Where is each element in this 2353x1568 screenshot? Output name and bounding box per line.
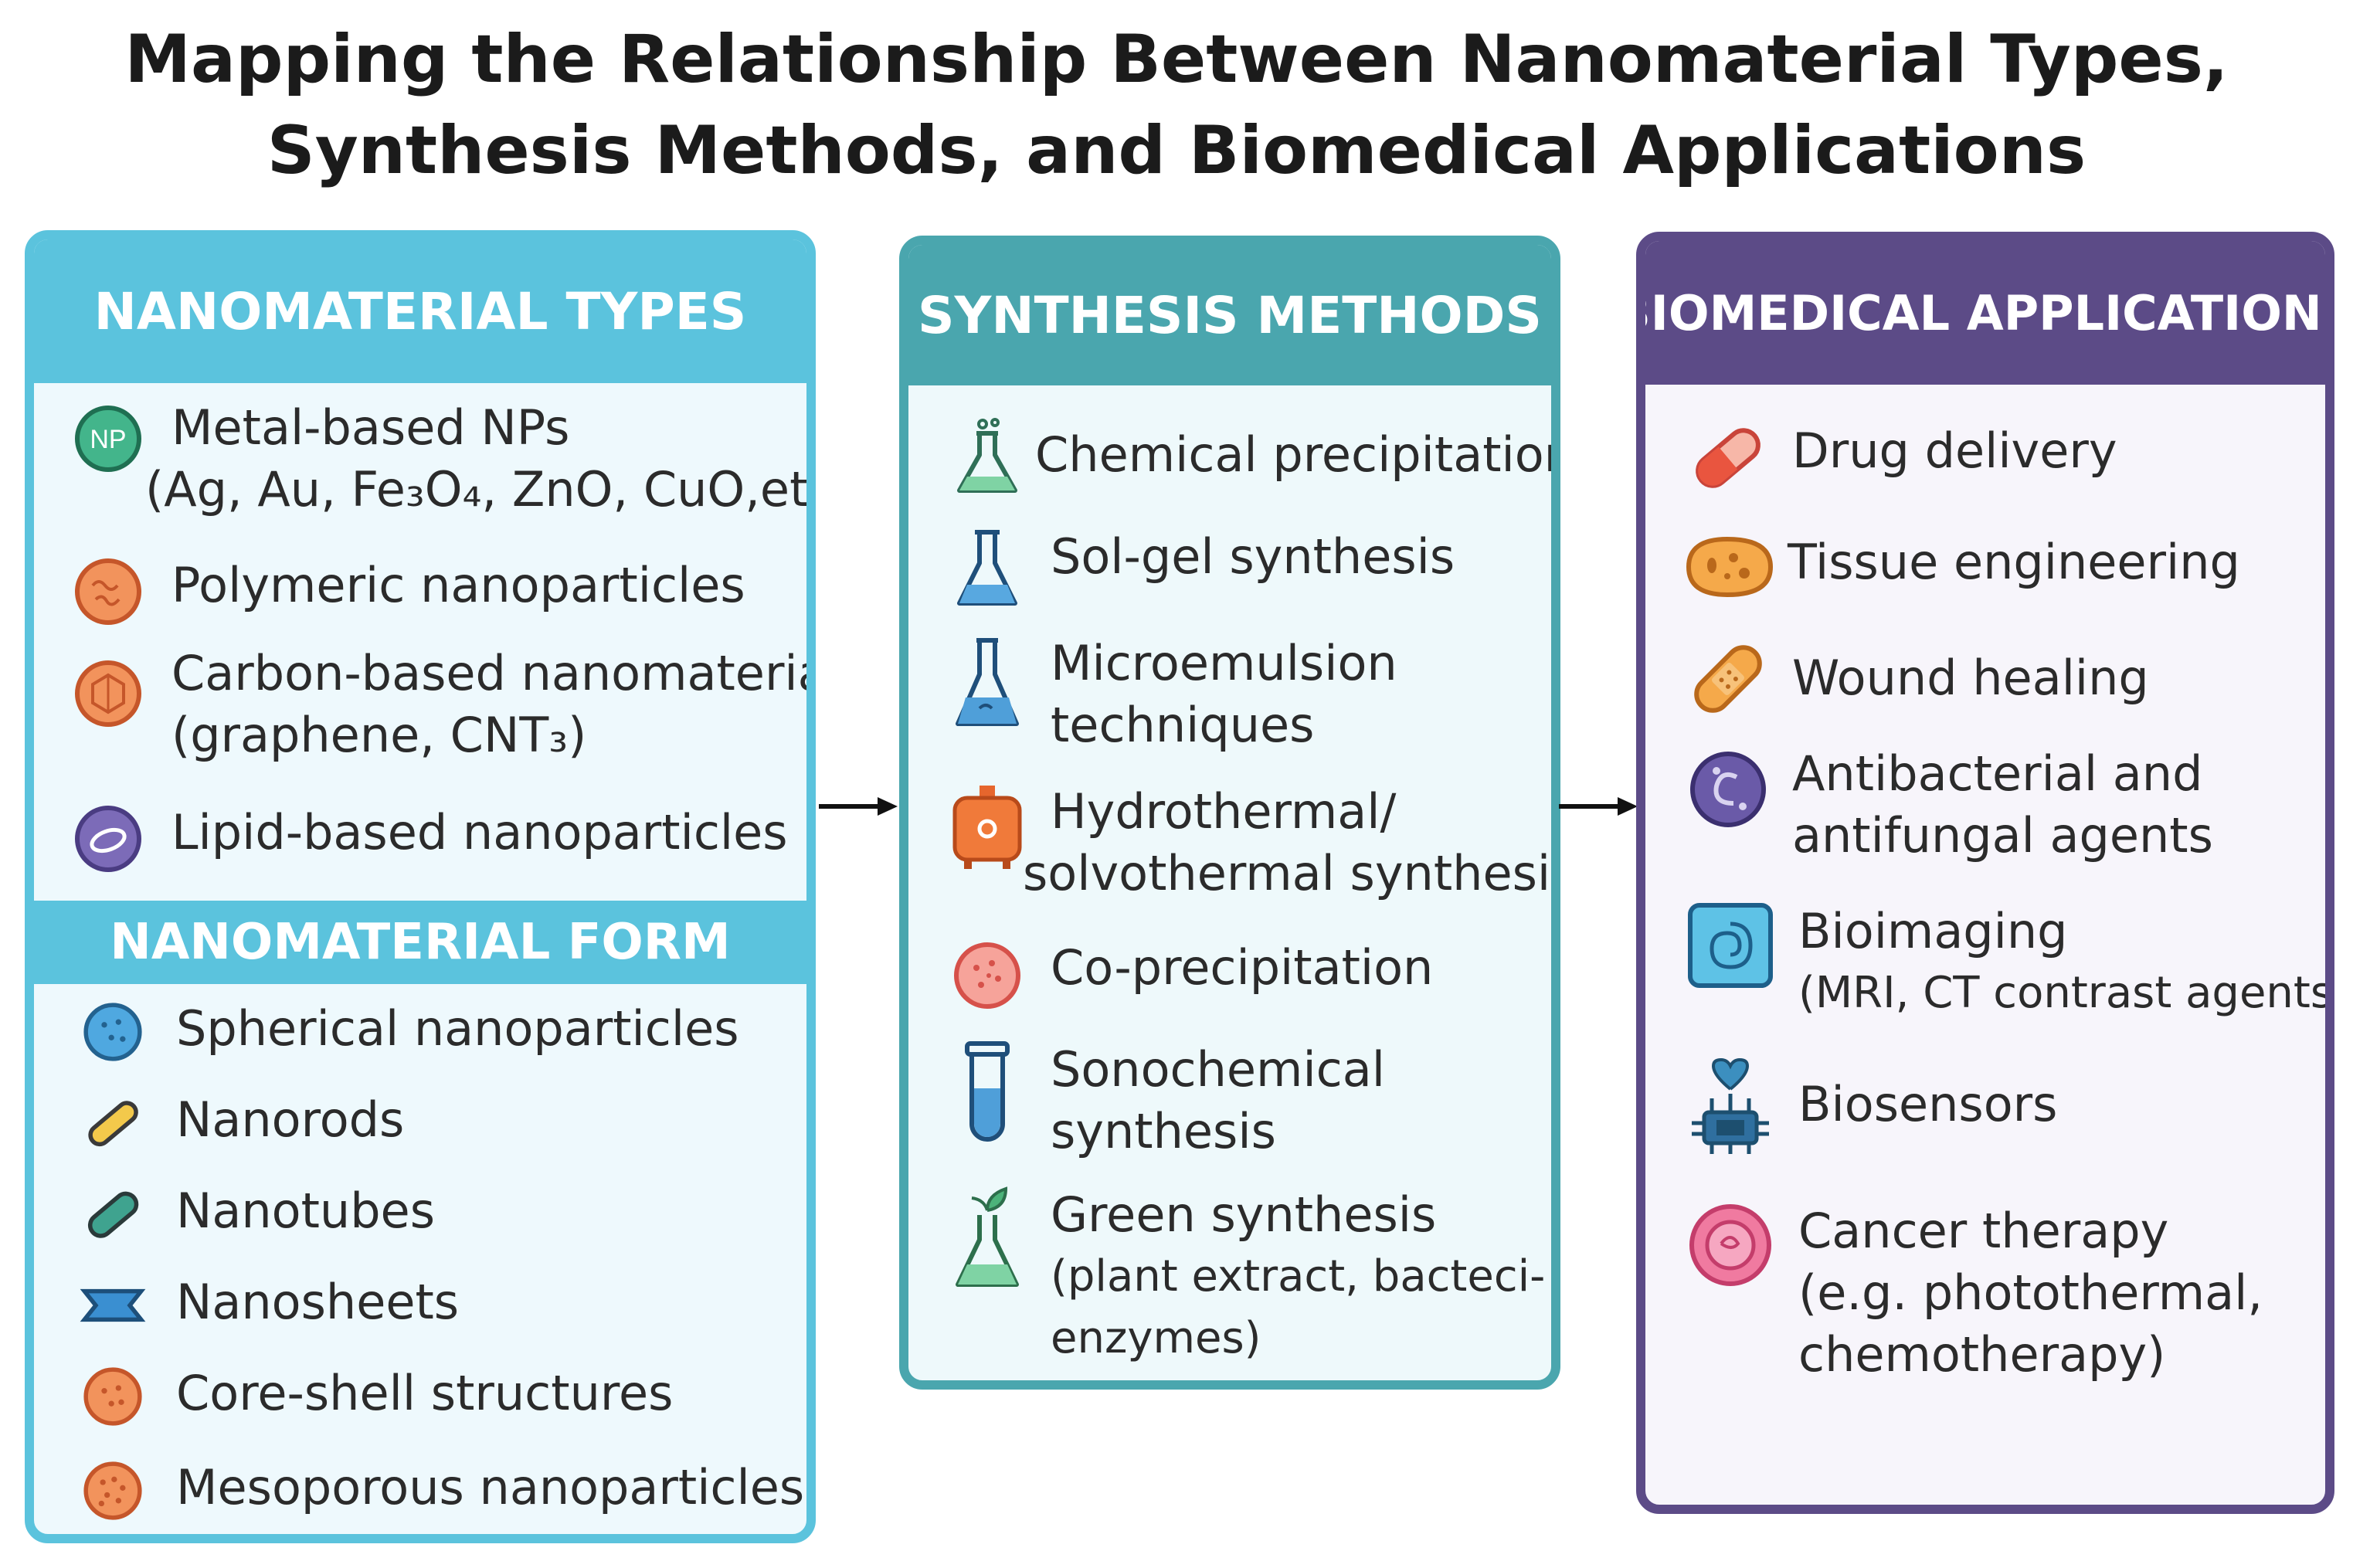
- list-item: Core-shell structures: [79, 1363, 806, 1431]
- title-line-2: Synthesis Methods, and Biomedical Applic…: [267, 112, 2086, 189]
- bandage-icon: [1694, 645, 1762, 713]
- list-item: Co-precipitation: [949, 937, 1551, 1014]
- item-sublabel-2: enzymes): [1051, 1313, 1261, 1363]
- item-label: Carbon-based nanomaterial: [171, 645, 816, 701]
- title-line-1: Mapping the Relationship Between Nanomat…: [124, 21, 2229, 98]
- beaker-icon: [957, 530, 1017, 606]
- mesoporous-icon: [83, 1461, 142, 1520]
- item-label: Sonochemical: [1051, 1041, 1385, 1098]
- nanorod-icon: [88, 1101, 138, 1147]
- item-label: Drug delivery: [1792, 423, 2117, 479]
- item-label: Polymeric nanoparticles: [171, 557, 745, 613]
- biomedical-applications-panel: BIOMEDICAL APPLICATIONS Drug delivery Ti…: [1636, 232, 2334, 1514]
- list-item: Mesoporous nanoparticles: [79, 1457, 806, 1525]
- list-item: Nanosheets: [79, 1271, 806, 1339]
- nanomaterial-types-panel: NANOMATERIAL TYPES NP Metal-based NPs (A…: [25, 230, 816, 1543]
- carbon-lattice-icon: [75, 660, 141, 727]
- item-label: Hydrothermal/: [1051, 783, 1397, 840]
- flask-emulsion-icon: [956, 638, 1019, 726]
- item-label: Biosensors: [1798, 1076, 2058, 1132]
- capsule-icon: [1696, 428, 1761, 488]
- list-item: Carbon-based nanomaterial (graphene, CNT…: [71, 643, 806, 766]
- list-item: Biosensors: [1686, 1058, 2325, 1159]
- list-item: Chemical precipitation: [949, 416, 1551, 501]
- item-label: Nanosheets: [176, 1274, 460, 1330]
- item-label: Core-shell structures: [176, 1365, 674, 1421]
- item-sublabel: (plant extract, bacteci-: [1051, 1251, 1546, 1302]
- item-label: Mesoporous nanoparticles: [176, 1459, 805, 1515]
- list-item: Bioimaging (MRI, CT contrast agents): [1686, 901, 2325, 1024]
- item-label: Metal-based NPs: [171, 399, 570, 456]
- list-item: Nanotubes: [79, 1180, 806, 1248]
- item-label: Green synthesis: [1051, 1186, 1437, 1243]
- item-label: Nanorods: [176, 1091, 405, 1148]
- item-sublabel-2: chemotherapy): [1798, 1326, 2166, 1383]
- item-label: Bioimaging: [1798, 903, 2068, 959]
- list-item: Tissue engineering: [1679, 528, 2325, 606]
- list-item: Sonochemical synthesis: [956, 1039, 1551, 1162]
- item-sublabel: (e.g. photothermal,: [1798, 1264, 2263, 1321]
- item-label: Antibacterial and: [1792, 745, 2203, 802]
- autoclave-icon: [952, 786, 1022, 869]
- biomedical-applications-header: BIOMEDICAL APPLICATIONS: [1645, 241, 2325, 385]
- flask-bubbles-icon: [957, 418, 1017, 493]
- list-item: NP Metal-based NPs (Ag, Au, Fe₃O₄, ZnO, …: [71, 397, 806, 521]
- leaf-flask-icon: [956, 1186, 1019, 1287]
- item-sublabel: (graphene, CNT₃): [171, 707, 587, 763]
- synthesis-methods-panel: SYNTHESIS METHODS Chemical precipitation…: [899, 236, 1560, 1390]
- item-sublabel: synthesis: [1051, 1103, 1276, 1159]
- item-label: Spherical nanoparticles: [176, 1000, 739, 1057]
- item-label: Sol-gel synthesis: [1051, 528, 1455, 585]
- list-item: Green synthesis (plant extract, bacteci-…: [949, 1184, 1551, 1369]
- sphere-icon: [83, 1003, 142, 1061]
- nanotube-icon: [87, 1191, 139, 1238]
- arrow-types-to-methods: [819, 797, 898, 816]
- item-label: Tissue engineering: [1788, 534, 2240, 590]
- item-label: Co-precipitation: [1051, 939, 1434, 996]
- item-label: Nanotubes: [176, 1183, 436, 1239]
- list-item: Drug delivery: [1686, 416, 2325, 501]
- cancer-cell-icon: [1689, 1204, 1771, 1286]
- np-badge-icon: NP: [75, 406, 141, 472]
- core-shell-icon: [83, 1367, 142, 1426]
- item-label: Microemulsion: [1051, 635, 1397, 691]
- list-item: Lipid-based nanoparticles: [71, 802, 806, 876]
- polymer-sphere-icon: [75, 558, 141, 625]
- list-item: Nanorods: [79, 1089, 806, 1157]
- particles-dish-icon: [954, 942, 1020, 1009]
- list-item: Spherical nanoparticles: [79, 998, 806, 1066]
- list-item: Hydrothermal/ solvothermal synthesis: [949, 781, 1551, 904]
- item-sublabel: techniques: [1051, 697, 1315, 753]
- nanomaterial-form-header: NANOMATERIAL FORM: [34, 901, 806, 984]
- list-item: Cancer therapy (e.g. photothermal, chemo…: [1686, 1200, 2325, 1386]
- list-item: Sol-gel synthesis: [949, 526, 1551, 611]
- item-label: Wound healing: [1792, 650, 2149, 706]
- test-tube-icon: [965, 1041, 1010, 1142]
- list-item: Polymeric nanoparticles: [71, 555, 806, 629]
- synthesis-methods-header: SYNTHESIS METHODS: [908, 245, 1551, 385]
- list-item: Wound healing: [1686, 636, 2325, 721]
- imaging-scan-icon: [1688, 903, 1773, 988]
- diagram-title: Mapping the Relationship Between Nanomat…: [0, 14, 2353, 196]
- list-item: Microemulsion techniques: [949, 633, 1551, 756]
- nanomaterial-types-header: NANOMATERIAL TYPES: [34, 239, 806, 383]
- lipid-vesicle-icon: [75, 806, 141, 872]
- np-badge-label: NP: [90, 425, 126, 454]
- item-sublabel: (Ag, Au, Fe₃O₄, ZnO, CuO,etc.): [145, 461, 816, 518]
- item-sublabel: (MRI, CT contrast agents): [1798, 968, 2334, 1018]
- biosensor-chip-icon: [1692, 1058, 1769, 1154]
- item-sublabel: antifungal agents: [1792, 807, 2213, 864]
- arrow-methods-to-applications: [1559, 797, 1638, 816]
- nanosheet-icon: [80, 1288, 146, 1322]
- item-label: Cancer therapy: [1798, 1203, 2169, 1259]
- list-item: Antibacterial and antifungal agents: [1686, 743, 2325, 867]
- item-sublabel: solvothermal synthesis: [1023, 845, 1560, 901]
- bacteria-icon: [1690, 752, 1766, 827]
- item-label: Chemical precipitation: [1035, 426, 1560, 483]
- tissue-icon: [1686, 536, 1774, 598]
- item-label: Lipid-based nanoparticles: [171, 804, 788, 860]
